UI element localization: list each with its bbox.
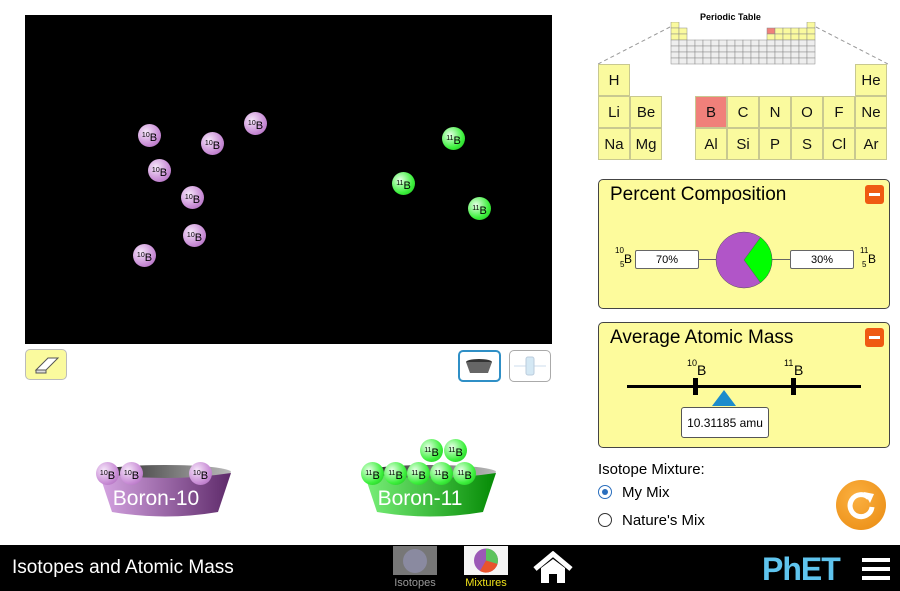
navigation-bar: Isotopes and Atomic Mass Isotopes Mixtur… bbox=[0, 545, 900, 591]
boron11-atom[interactable]: 11B bbox=[430, 462, 453, 485]
reset-all-button[interactable] bbox=[836, 480, 886, 530]
boron10-atom[interactable]: 10B bbox=[183, 224, 206, 247]
element-ne[interactable]: Ne bbox=[855, 96, 887, 128]
mass-scale-line bbox=[627, 385, 861, 388]
average-mass-readout: 10.31185 amu bbox=[681, 407, 769, 438]
element-s[interactable]: S bbox=[791, 128, 823, 160]
boron10-atom[interactable]: 10B bbox=[120, 462, 143, 485]
isotope-mixture-label: Isotope Mixture: bbox=[598, 461, 705, 478]
element-p[interactable]: P bbox=[759, 128, 791, 160]
element-be[interactable]: Be bbox=[630, 96, 662, 128]
element-o[interactable]: O bbox=[791, 96, 823, 128]
element-h[interactable]: H bbox=[598, 64, 630, 96]
boron11-atom[interactable]: 11B bbox=[420, 439, 443, 462]
phet-logo[interactable]: PhET bbox=[762, 551, 841, 587]
element-b[interactable]: B bbox=[695, 96, 727, 128]
screen-tab-isotopes[interactable]: Isotopes bbox=[392, 546, 438, 590]
eraser-icon bbox=[34, 357, 60, 374]
reset-icon bbox=[847, 492, 875, 520]
boron11-atom[interactable]: 11B bbox=[407, 462, 430, 485]
boron11-percent: 30% bbox=[790, 250, 854, 269]
tab-label: Isotopes bbox=[394, 577, 436, 589]
boron10-atom[interactable]: 10B bbox=[148, 159, 171, 182]
tick-boron11 bbox=[791, 378, 796, 395]
tick-boron10 bbox=[693, 378, 698, 395]
boron11-atom[interactable]: 11B bbox=[444, 439, 467, 462]
collapse-button[interactable] bbox=[865, 328, 884, 347]
bucket-mode-button[interactable] bbox=[458, 350, 501, 382]
boron10-atom[interactable]: 10B bbox=[244, 112, 267, 135]
element-si[interactable]: Si bbox=[727, 128, 759, 160]
panel-title: Percent Composition bbox=[610, 184, 787, 205]
boron11-atom[interactable]: 11B bbox=[384, 462, 407, 485]
boron10-atom[interactable]: 10B bbox=[189, 462, 212, 485]
boron11-bucket-label: Boron-11 bbox=[377, 487, 463, 510]
boron10-atom[interactable]: 10B bbox=[181, 186, 204, 209]
boron10-atom[interactable]: 10B bbox=[138, 124, 161, 147]
element-c[interactable]: C bbox=[727, 96, 759, 128]
boron10-atom[interactable]: 10B bbox=[201, 132, 224, 155]
panel-title: Average Atomic Mass bbox=[610, 327, 794, 348]
natures-mix-radio[interactable] bbox=[598, 513, 612, 527]
eraser-button[interactable] bbox=[25, 349, 67, 380]
element-f[interactable]: F bbox=[823, 96, 855, 128]
mini-periodic-table bbox=[598, 22, 888, 65]
isotopes-screen-icon bbox=[393, 546, 437, 575]
screen-tab-mixtures[interactable]: Mixtures bbox=[461, 546, 511, 590]
boron10-bucket-label: Boron-10 bbox=[112, 487, 200, 510]
element-al[interactable]: Al bbox=[695, 128, 727, 160]
menu-icon[interactable] bbox=[862, 557, 890, 581]
mass-indicator-arrow bbox=[712, 390, 736, 406]
boron10-percent: 70% bbox=[635, 250, 699, 269]
pie-slice-boron11 bbox=[743, 236, 773, 284]
composition-pie-chart bbox=[715, 231, 773, 289]
slider-mode-button[interactable] bbox=[509, 350, 551, 382]
boron11-atom[interactable]: 11B bbox=[392, 172, 415, 195]
my-mix-radio[interactable] bbox=[598, 485, 612, 499]
play-area[interactable]: 10B 10B 10B 10B 10B 10B 10B 11B 11B 11B bbox=[25, 15, 552, 344]
boron11-atom[interactable]: 11B bbox=[468, 197, 491, 220]
boron11-atom[interactable]: 11B bbox=[442, 127, 465, 150]
element-ar[interactable]: Ar bbox=[855, 128, 887, 160]
bucket-icon bbox=[466, 359, 492, 373]
mixtures-screen-icon bbox=[464, 546, 508, 575]
element-n[interactable]: N bbox=[759, 96, 791, 128]
element-mg[interactable]: Mg bbox=[630, 128, 662, 160]
boron11-atom[interactable]: 11B bbox=[453, 462, 476, 485]
element-na[interactable]: Na bbox=[598, 128, 630, 160]
slider-icon bbox=[514, 356, 546, 376]
natures-mix-label[interactable]: Nature's Mix bbox=[622, 512, 705, 529]
my-mix-label[interactable]: My Mix bbox=[622, 484, 670, 501]
sim-title: Isotopes and Atomic Mass bbox=[12, 557, 234, 578]
element-he[interactable]: He bbox=[855, 64, 887, 96]
periodic-table-title: Periodic Table bbox=[700, 12, 761, 22]
boron10-atom[interactable]: 10B bbox=[133, 244, 156, 267]
boron10-atom[interactable]: 10B bbox=[96, 462, 119, 485]
element-cl[interactable]: Cl bbox=[823, 128, 855, 160]
home-button[interactable] bbox=[532, 551, 574, 585]
boron11-atom[interactable]: 11B bbox=[361, 462, 384, 485]
tab-label: Mixtures bbox=[465, 577, 507, 589]
element-li[interactable]: Li bbox=[598, 96, 630, 128]
collapse-button[interactable] bbox=[865, 185, 884, 204]
